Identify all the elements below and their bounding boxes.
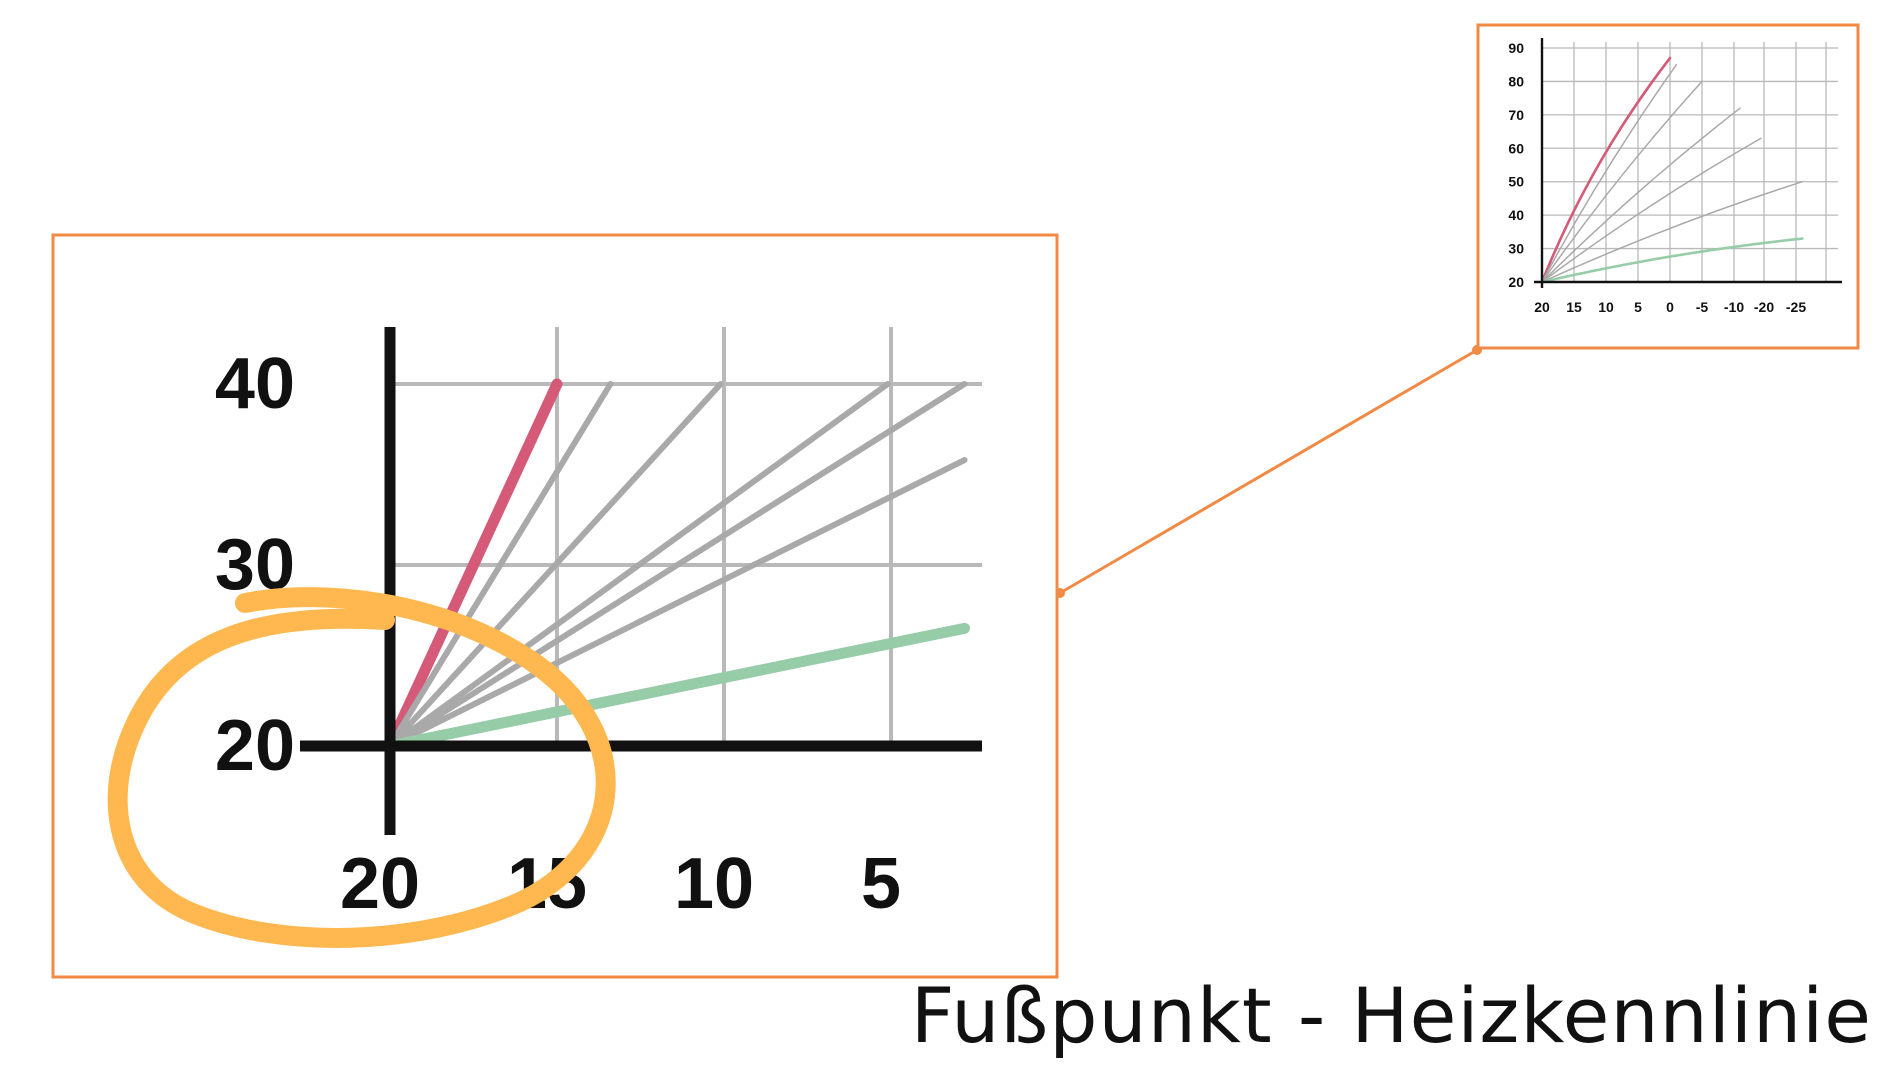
- curve-line: [1541, 63, 1678, 283]
- y-tick-label: 40: [1508, 207, 1524, 223]
- x-tick-label: -10: [1724, 299, 1744, 315]
- overview-series: [1540, 56, 1804, 284]
- y-tick-label: 50: [1508, 174, 1524, 190]
- x-tick-label: 15: [1566, 299, 1582, 315]
- y-tick-label: 20: [1508, 274, 1524, 290]
- x-tick-label: -20: [1754, 299, 1774, 315]
- curve-line: [1541, 180, 1804, 283]
- y-tick-label: 40: [215, 344, 295, 424]
- overview-axes: [1534, 38, 1842, 288]
- curve-line: [390, 378, 563, 747]
- footpoint-highlight: [107, 587, 616, 948]
- curve-line: [390, 381, 968, 747]
- y-tick-label: 20: [215, 706, 295, 786]
- zoom-series: [390, 378, 970, 747]
- x-tick-label: 5: [861, 844, 901, 924]
- y-tick-label: 90: [1508, 40, 1524, 56]
- x-tick-label: 20: [340, 844, 420, 924]
- curve-line: [390, 381, 614, 747]
- x-tick-label: 10: [674, 844, 754, 924]
- curve-line: [1540, 237, 1804, 284]
- y-tick-label: 80: [1508, 73, 1524, 89]
- x-tick-label: -25: [1786, 299, 1806, 315]
- caption: Fußpunkt - Heizkennlinie: [910, 971, 1872, 1060]
- x-tick-label: 10: [1598, 299, 1614, 315]
- x-tick-label: 20: [1534, 299, 1550, 315]
- curve-line: [1541, 80, 1703, 283]
- y-tick-label: 60: [1508, 140, 1524, 156]
- connector-line: [1059, 348, 1478, 595]
- x-tick-label: 5: [1634, 299, 1642, 315]
- curve-line: [390, 622, 970, 747]
- y-tick-label: 30: [1508, 241, 1524, 257]
- y-tick-label: 70: [1508, 107, 1524, 123]
- highlight-circle: [107, 587, 616, 948]
- curve-line: [1541, 137, 1762, 283]
- x-tick-label: 0: [1666, 299, 1674, 315]
- overview-grid: [1542, 42, 1838, 283]
- curve-line: [390, 381, 891, 747]
- zoom-axes: [300, 327, 982, 835]
- curve-line: [1540, 56, 1672, 284]
- curve-line: [1541, 107, 1741, 283]
- curve-line: [390, 457, 968, 747]
- x-tick-label: -5: [1696, 299, 1709, 315]
- zoom-grid: [390, 327, 982, 746]
- curve-line: [390, 381, 724, 747]
